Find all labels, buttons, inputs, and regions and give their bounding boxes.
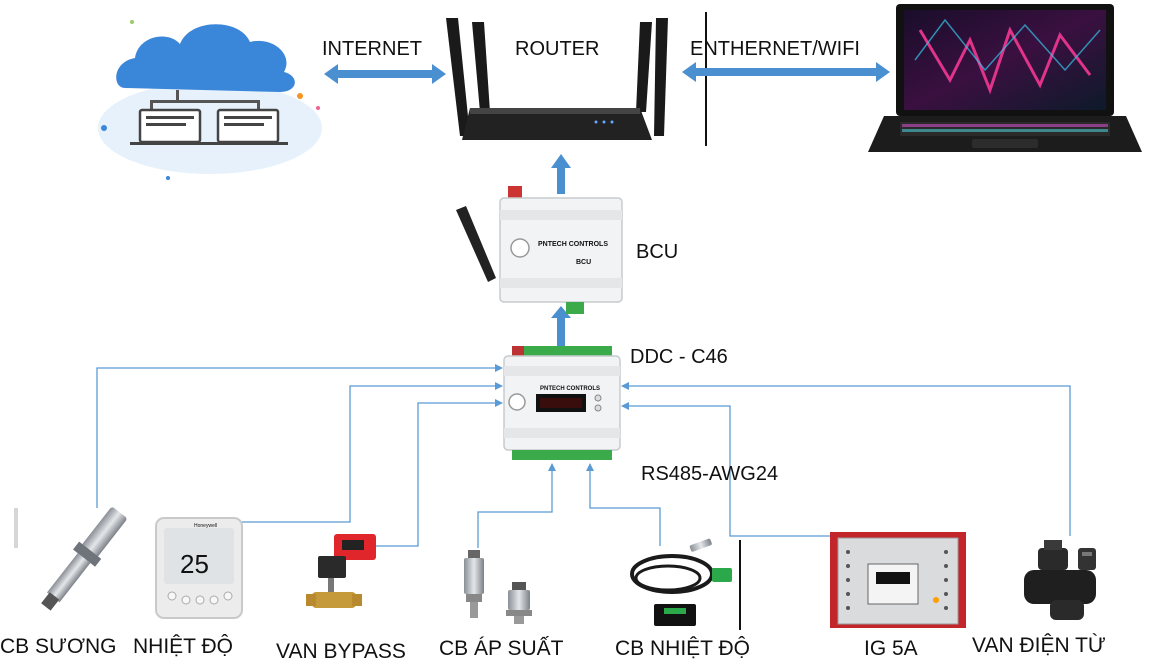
- line-cb-ap-suat: [477, 463, 556, 548]
- line-van-dien-tu: [621, 382, 1071, 536]
- line-van-bypass: [374, 399, 503, 547]
- thermostat-reading-text: 25: [180, 549, 209, 579]
- bcu-brand-text: PNTECH CONTROLS: [538, 241, 608, 248]
- line-ig5a: [621, 402, 830, 537]
- laptop-icon: [868, 4, 1142, 152]
- sensor-label-van-bypass: VAN BYPASS: [276, 640, 406, 663]
- sensor-label-cb-nhiet-do: CB NHIỆT ĐỘ: [615, 637, 750, 660]
- connection-lines: [96, 364, 1071, 548]
- ddc-label: DDC - C46: [630, 346, 728, 368]
- router-label: ROUTER: [515, 38, 599, 60]
- sensor-label-van-dien-tu: VAN ĐIỆN TỪ: [972, 634, 1106, 657]
- solenoid-valve-icon: [1024, 540, 1096, 620]
- line-cb-suong: [96, 364, 503, 508]
- internet-label: INTERNET: [322, 38, 422, 60]
- bcu-router-arrow: [551, 154, 571, 194]
- bcu-controller: PNTECH CONTROLS BCU: [456, 186, 623, 314]
- bypass-valve-icon: [306, 534, 376, 608]
- humidity-probe-icon: [14, 507, 127, 611]
- internet-double-arrow: [324, 64, 446, 84]
- inverter-panel-icon: [830, 532, 966, 628]
- temperature-sensor-icon: [630, 538, 732, 626]
- line-nhiet-do: [236, 382, 503, 523]
- sensor-label-cb-suong: CB SƯƠNG: [0, 635, 116, 658]
- rs485-label: RS485-AWG24: [641, 463, 778, 485]
- ddc-bcu-arrow: [551, 306, 571, 346]
- ddc-controller: PNTECH CONTROLS: [503, 346, 621, 460]
- ddc-brand-text: PNTECH CONTROLS: [540, 386, 600, 392]
- cloud-network-icon: [98, 20, 322, 180]
- pressure-sensor-icon: [464, 550, 532, 624]
- bcu-label: BCU: [636, 241, 678, 263]
- ethernet-double-arrow: [682, 62, 890, 82]
- router-icon: [446, 18, 668, 140]
- thermostat-brand-text: Honeywell: [194, 523, 217, 529]
- ethernet-wifi-label: ENTHERNET/WIFI: [690, 38, 860, 60]
- sensor-label-nhiet-do: NHIỆT ĐỘ: [133, 635, 233, 658]
- line-cb-nhiet-do: [586, 463, 661, 546]
- sensor-label-cb-ap-suat: CB ÁP SUẤT: [439, 637, 564, 660]
- bcu-model-text: BCU: [576, 259, 591, 266]
- thermostat-icon: Honeywell 25: [155, 517, 243, 619]
- sensor-label-ig5a: IG 5A: [864, 637, 918, 660]
